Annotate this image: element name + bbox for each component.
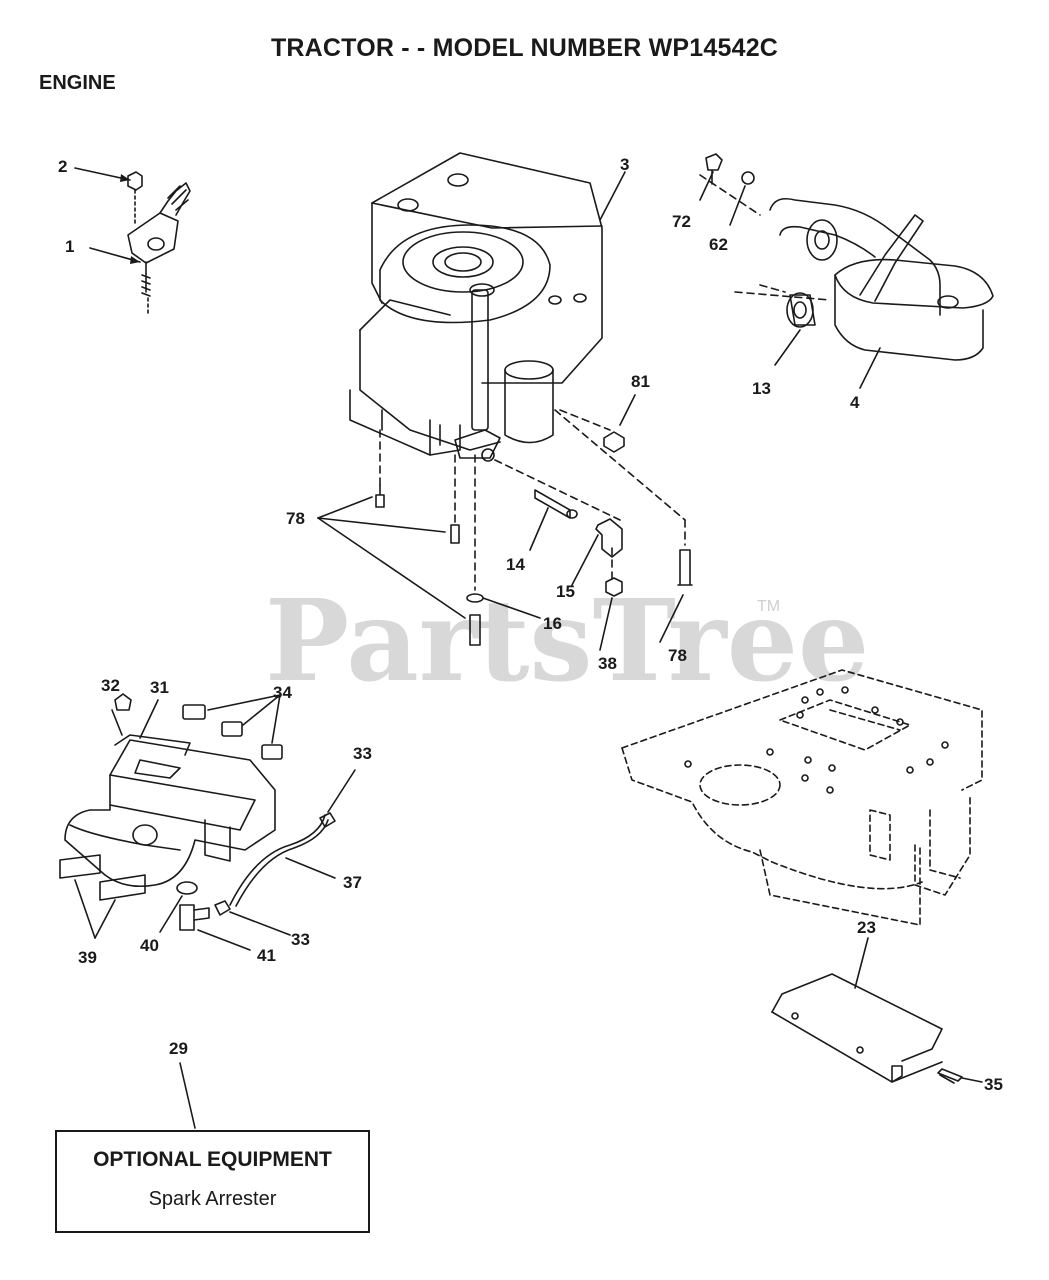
callout-40: 40 bbox=[140, 936, 159, 955]
callout-72: 72 bbox=[672, 212, 691, 231]
leader-arrowheads bbox=[120, 174, 140, 264]
watermark-tm: TM bbox=[757, 598, 780, 615]
callout-2: 2 bbox=[58, 157, 67, 176]
callout-78-fitting: 78 bbox=[668, 646, 687, 665]
callout-14: 14 bbox=[506, 555, 525, 574]
callout-41: 41 bbox=[257, 946, 276, 965]
callout-labels: 2 1 3 72 62 13 4 81 78 14 15 16 38 78 32… bbox=[58, 155, 1003, 1094]
oil-drain-drawing bbox=[59, 693, 356, 951]
callout-81: 81 bbox=[631, 372, 650, 391]
callout-29: 29 bbox=[169, 1039, 188, 1058]
callout-37: 37 bbox=[343, 873, 362, 892]
watermark-text: PartsTree bbox=[265, 576, 869, 707]
callout-34: 34 bbox=[273, 683, 292, 702]
callout-38: 38 bbox=[598, 654, 617, 673]
assembly-lines bbox=[379, 174, 831, 591]
callout-23: 23 bbox=[857, 918, 876, 937]
callout-32: 32 bbox=[101, 676, 120, 695]
callout-16: 16 bbox=[543, 614, 562, 633]
optional-equipment-box: OPTIONAL EQUIPMENT Spark Arrester bbox=[55, 1130, 370, 1233]
callout-31: 31 bbox=[150, 678, 169, 697]
callout-4: 4 bbox=[850, 393, 860, 412]
optional-equipment-title: OPTIONAL EQUIPMENT bbox=[93, 1148, 332, 1171]
callout-3: 3 bbox=[620, 155, 629, 174]
hardware-drawing bbox=[317, 394, 693, 651]
callout-78-engine: 78 bbox=[286, 509, 305, 528]
frame-drawing bbox=[621, 669, 983, 926]
callout-35: 35 bbox=[984, 1075, 1003, 1094]
engine-drawing bbox=[349, 152, 626, 462]
throttle-control-drawing bbox=[74, 167, 191, 316]
optional-equipment-item: Spark Arrester bbox=[148, 1188, 277, 1210]
section-heading: ENGINE bbox=[39, 72, 116, 94]
callout-13: 13 bbox=[752, 379, 771, 398]
frame-holes bbox=[684, 686, 949, 794]
callout-62: 62 bbox=[709, 235, 728, 254]
callout-33-bottom: 33 bbox=[291, 930, 310, 949]
callout-1: 1 bbox=[65, 237, 74, 256]
skid-plate-drawing bbox=[771, 937, 983, 1084]
page-title: TRACTOR - - MODEL NUMBER WP14542C bbox=[270, 34, 779, 62]
optional-equipment-leader bbox=[179, 1062, 196, 1129]
muffler-drawing bbox=[699, 153, 994, 389]
callout-39: 39 bbox=[78, 948, 97, 967]
callout-15: 15 bbox=[556, 582, 575, 601]
callout-33-top: 33 bbox=[353, 744, 372, 763]
